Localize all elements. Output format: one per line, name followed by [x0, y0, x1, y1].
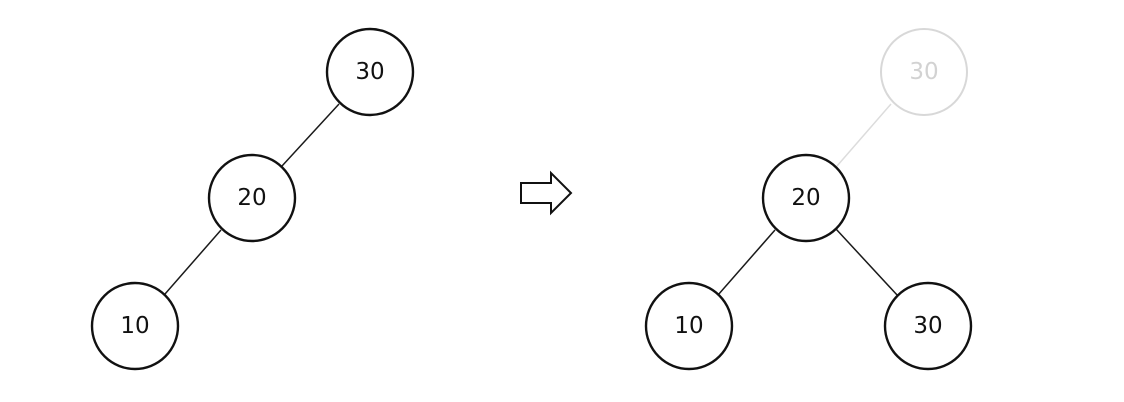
- right-node-30: 30: [883, 281, 973, 371]
- left-node-10-label: 10: [120, 313, 149, 339]
- right-node-20: 20: [761, 153, 851, 243]
- right-node-20-label: 20: [791, 185, 820, 211]
- right-node-10-label: 10: [674, 313, 703, 339]
- right-edge-20-30: [835, 228, 899, 297]
- left-edge-30-20: [281, 103, 340, 167]
- left-edge-20-10: [164, 229, 222, 295]
- right-edge-30old-20: [836, 103, 892, 167]
- right-arrow-icon: [520, 170, 573, 216]
- left-tree: 30 20 10: [90, 27, 415, 371]
- left-node-20-label: 20: [237, 185, 266, 211]
- right-node-30-faded-label: 30: [909, 59, 938, 85]
- left-node-30-label: 30: [355, 59, 384, 85]
- right-tree: 30 20 10 30: [644, 28, 973, 371]
- right-node-10: 10: [644, 281, 734, 371]
- right-edge-20-10: [717, 229, 776, 296]
- left-node-10: 10: [90, 281, 180, 371]
- right-node-30-label: 30: [913, 313, 942, 339]
- right-node-30-faded: 30: [880, 28, 968, 116]
- left-node-30: 30: [325, 27, 415, 117]
- left-node-20: 20: [207, 153, 297, 243]
